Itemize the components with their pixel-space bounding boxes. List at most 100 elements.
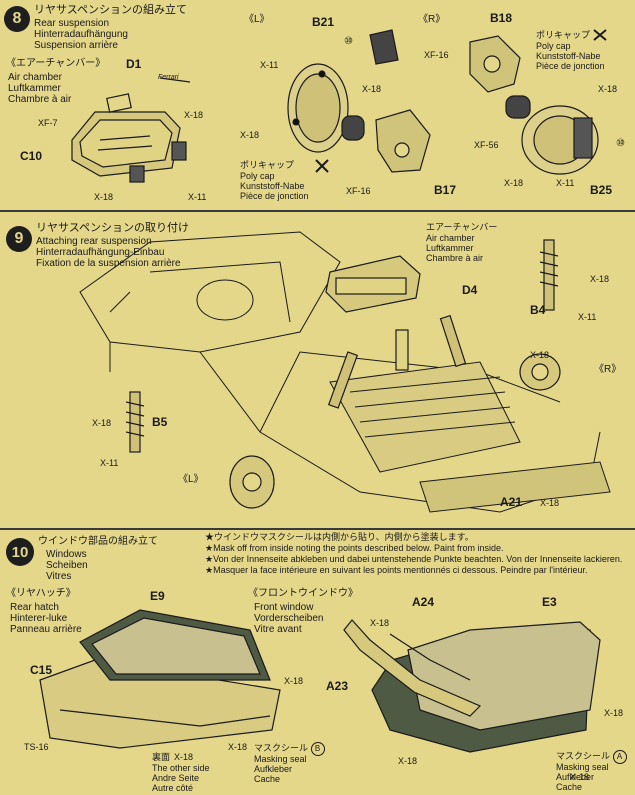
part-xf16-a: XF-16 [346, 186, 371, 196]
rear-hatch-en: Rear hatch [10, 602, 59, 613]
part-ts16: TS-16 [24, 742, 49, 752]
mask-b-jp-text: マスクシール [254, 743, 309, 753]
air-chamber-9-fr: Chambre à air [426, 253, 484, 263]
front-window-de: Vorderscheiben [254, 613, 324, 624]
step-10-title-en: Windows [46, 549, 87, 560]
mask-b-de: Aufkleber [254, 764, 293, 774]
ferrari-logo: Ferrari [158, 74, 179, 81]
rear-hatch-jp: 《リヤハッチ》 [6, 588, 76, 599]
part-x18-b: X-18 [94, 192, 114, 202]
part-x18-a: X-18 [184, 110, 204, 120]
polycap-right-en: Poly cap [536, 41, 571, 51]
part-x18-9a: X-18 [590, 274, 610, 284]
part-a21: A21 [500, 495, 523, 509]
ref-step-10-a: ⑩ [344, 36, 353, 47]
step-10-title-jp: ウインドウ部品の組み立て [38, 536, 158, 547]
step-10-note-1: ★ウインドウマスクシールは内側から貼り、内側から塗装します。 [205, 532, 474, 542]
mask-a-en: Masking seal [556, 762, 609, 772]
step-number-9: 9 [6, 226, 32, 252]
step-8-panel: 8 リヤサスペンションの組み立て Rear suspension Hinterr… [0, 0, 635, 210]
part-e9: E9 [150, 589, 165, 603]
step-9-title-de: Hinterradaufhängung-Einbau [36, 247, 165, 258]
part-b4: B4 [530, 303, 546, 317]
part-x11-9b: X-11 [100, 458, 119, 468]
part-x18-d: X-18 [240, 130, 260, 140]
air-chamber-9-de: Luftkammer [426, 243, 474, 253]
front-window-en: Front window [254, 602, 314, 613]
part-x18-10d: X-18 [370, 618, 390, 628]
part-x11-a: X-11 [188, 192, 207, 202]
step-number-10: 10 [6, 538, 34, 566]
step-9-right-label: 《R》 [594, 364, 622, 375]
other-side-de: Andre Seite [152, 773, 200, 783]
air-chamber-label-de: Luftkammer [8, 83, 61, 94]
part-a23: A23 [326, 679, 349, 693]
part-e3: E3 [542, 595, 557, 609]
divider-9-10 [0, 528, 635, 530]
part-x18-c: X-18 [362, 84, 382, 94]
step-9-panel: 9 リヤサスペンションの取り付け Attaching rear suspensi… [0, 212, 635, 528]
front-window-fr: Vitre avant [254, 624, 302, 635]
air-chamber-drawing [71, 77, 191, 183]
divider-8-9 [0, 210, 635, 212]
part-a24: A24 [412, 595, 435, 609]
mask-a-mark: A [612, 750, 627, 764]
step-8-right-label: 《R》 [418, 14, 446, 25]
part-x11-9a: X-11 [578, 312, 597, 322]
part-x18-10f: X-18 [398, 756, 418, 766]
mask-a-fr: Cache [556, 782, 583, 792]
front-window-drawing [343, 619, 601, 753]
part-x18-f: X-18 [504, 178, 524, 188]
air-chamber-9-en: Air chamber [426, 233, 475, 243]
polycap-left-de: Kunststoff-Nabe [240, 181, 305, 191]
part-b18: B18 [490, 11, 513, 25]
ref-step-10-b: ⑩ [616, 138, 625, 149]
mask-b-mark: B [310, 742, 325, 756]
air-chamber-9-jp: エアーチャンバー [426, 222, 498, 232]
step-9-title-jp: リヤサスペンションの取り付け [36, 222, 190, 234]
part-x18-9b: X-18 [92, 418, 112, 428]
step-9-title-en: Attaching rear suspension [36, 236, 152, 247]
part-xf7: XF-7 [38, 118, 58, 128]
step-8-title-fr: Suspension arrière [34, 40, 118, 51]
step-10-note-4: ★Masquer la face intérieure en suivant l… [205, 565, 588, 575]
part-xf16-b: XF-16 [424, 50, 449, 60]
polycap-left-fr: Pièce de jonction [240, 191, 309, 201]
part-xf56: XF-56 [474, 140, 499, 150]
step-10-title-fr: Vitres [46, 571, 72, 582]
rear-hatch-drawing [39, 609, 281, 749]
air-chamber-9-drawing [325, 255, 421, 313]
mask-a-de: Aufkleber [556, 772, 595, 782]
part-d4: D4 [462, 283, 478, 297]
step-9-illustration [79, 231, 611, 513]
part-x18-10g: X-18 [570, 772, 590, 782]
polycap-left-jp: ポリキャップ [240, 160, 295, 170]
part-b5: B5 [152, 415, 168, 429]
other-side-jp: 裏面 [152, 752, 171, 762]
part-c15: C15 [30, 663, 53, 677]
left-shock-drawing [125, 351, 359, 453]
mask-a-jp: マスクシール A [556, 750, 627, 764]
right-shock-drawing [439, 239, 559, 368]
polycap-left-en: Poly cap [240, 171, 275, 181]
part-d1: D1 [126, 57, 142, 71]
right-hub-drawing [469, 29, 607, 175]
part-x11-c: X-11 [556, 178, 575, 188]
front-window-jp: 《フロントウインドウ》 [248, 588, 358, 599]
left-hub-drawing [287, 29, 431, 173]
part-b17: B17 [434, 183, 457, 197]
part-x18-10b: X-18 [228, 742, 248, 752]
part-b25: B25 [590, 183, 613, 197]
part-x18-10c: X-18 [174, 752, 194, 762]
step-10-illustration [39, 609, 601, 753]
chassis-drawing [79, 231, 611, 513]
part-b21: B21 [312, 15, 335, 29]
hub-drawings [229, 329, 561, 509]
step-9-left-label: 《L》 [178, 474, 204, 485]
step-10-title-de: Scheiben [46, 560, 88, 571]
part-x18-9d: X-18 [530, 350, 550, 360]
polycap-right-fr: Pièce de jonction [536, 61, 605, 71]
step-10-note-3: ★Von der Innenseite abkleben und dabei u… [205, 554, 623, 564]
part-x11-b: X-11 [260, 60, 279, 70]
